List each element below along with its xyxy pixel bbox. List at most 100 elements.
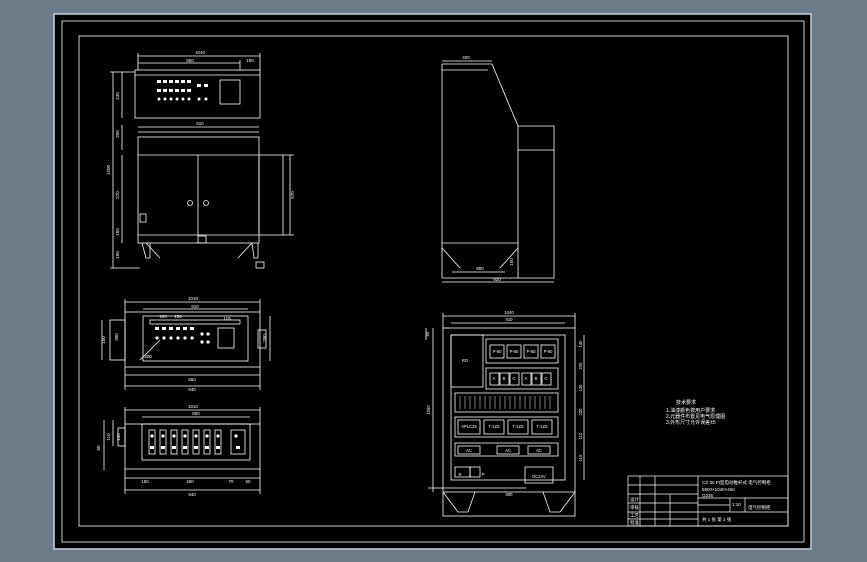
dim-label: 940 xyxy=(188,492,196,497)
side-dimension-labels: 400 800 920 150 xyxy=(462,55,514,282)
title-row: 设计 xyxy=(630,496,639,503)
dim-label: 70 xyxy=(228,479,234,484)
dim-label: 910 xyxy=(191,304,199,309)
panel-layout-view xyxy=(425,313,585,517)
device-label: P xyxy=(482,472,485,477)
inner-frame xyxy=(78,35,789,527)
device-label: A xyxy=(493,376,496,381)
device-label: T-1ZS xyxy=(488,424,500,429)
control-box-outline xyxy=(134,69,261,119)
dim-label: 480 xyxy=(186,479,194,484)
dim-label: 850 xyxy=(186,58,194,63)
dim-label: 150 xyxy=(115,251,120,259)
dim-label: 60 xyxy=(425,331,430,336)
device-label: P-60 xyxy=(493,349,503,354)
dim-label: 1040 xyxy=(504,310,514,315)
dim-label: 150 xyxy=(509,258,514,266)
device-label: DC24V xyxy=(532,474,546,479)
notes-title: 技术要求 xyxy=(676,399,696,406)
dim-label: 670 xyxy=(290,191,295,199)
dim-label: 110 xyxy=(106,433,111,441)
dim-label: 1010 xyxy=(188,296,199,301)
device-label: AC xyxy=(536,448,542,453)
dim-label: 200 xyxy=(144,354,152,359)
dim-label: 1200 xyxy=(106,164,111,175)
dim-label: 920 xyxy=(493,277,501,282)
dim-label: 940 xyxy=(188,387,196,392)
technical-notes: 技术要求 1.油漆颜色按用户要求 2.元器件布置见电气原理图 3.外形尺寸允许误… xyxy=(666,399,725,426)
large-device-box xyxy=(450,334,484,388)
device-label: B xyxy=(535,376,538,381)
device-label: B xyxy=(503,376,506,381)
dim-label: 300 xyxy=(114,333,119,341)
notes-line: 1.油漆颜色按用户要求 xyxy=(666,407,715,414)
dim-label: 220 xyxy=(578,362,583,370)
dim-label: 910 xyxy=(196,121,204,126)
drawing-header: CZ-30 Pt型电动推杆式 电气控制柜 xyxy=(702,479,771,486)
device-label: RO xyxy=(462,358,469,363)
dim-label: 270 xyxy=(115,191,120,199)
device-label: P-60 xyxy=(510,349,520,354)
device-label: AC xyxy=(505,448,511,453)
dim-label: 850 xyxy=(192,411,200,416)
side-profile xyxy=(441,63,555,279)
dim-label: 1010 xyxy=(188,404,199,409)
plan2-devices xyxy=(150,434,240,449)
title-block-text: CZ-30 Pt型电动推杆式 电气控制柜 5900×1040×450 Q235 … xyxy=(630,479,771,526)
dim-label: 400 xyxy=(462,55,470,60)
drawing-header-2: 5900×1040×450 xyxy=(702,487,735,492)
dim-label: 850 xyxy=(188,377,196,382)
plan2-dimension-labels: 1010 850 60 110 150 180 480 70 60 940 xyxy=(96,404,251,497)
front-dimension-labels: 1040 850 180 910 1200 430 200 270 150 15… xyxy=(106,50,295,259)
sheet-count: 共 1 张 第 1 张 xyxy=(702,516,732,523)
front-panel-devices xyxy=(157,80,208,101)
terminal-strip xyxy=(454,392,559,413)
dim-label: 1250 xyxy=(426,405,431,415)
device-label: R xyxy=(458,472,461,477)
device-label: A xyxy=(525,376,528,381)
dim-label: 150 xyxy=(115,228,120,236)
device-label: P-60 xyxy=(527,349,537,354)
panel-labels: RO P-60 P-60 P-60 P-60 A B C A B C XPLC2… xyxy=(425,310,583,497)
device-label: AC xyxy=(466,448,472,453)
plan-view-2 xyxy=(103,407,261,494)
meter-window xyxy=(219,79,241,105)
device-label: T-1ZS xyxy=(512,424,524,429)
dim-label: 180 xyxy=(246,58,254,63)
dim-label: 110 xyxy=(578,454,583,461)
plan-view-1 xyxy=(101,299,271,390)
side-elevation-view xyxy=(441,60,555,283)
dim-label: 220 xyxy=(578,408,583,416)
terminal-marks xyxy=(459,396,551,409)
device-label: XPLC25 xyxy=(461,424,477,429)
dim-label: 900 xyxy=(506,492,514,497)
dim-label: 150 xyxy=(101,336,106,344)
dim-label: 180 xyxy=(141,479,149,484)
dim-label: 1040 xyxy=(195,50,206,55)
title-row: 审核 xyxy=(630,504,639,511)
dim-label: 150 xyxy=(174,314,182,319)
dim-label: 130 xyxy=(578,384,583,392)
scale: 1:10 xyxy=(732,502,741,507)
dim-label: 140 xyxy=(578,340,583,348)
dim-label: 60 xyxy=(245,479,251,484)
dim-label: 200 xyxy=(262,334,267,342)
front-elevation-view xyxy=(110,53,294,269)
dim-label: 910 xyxy=(506,317,514,322)
panel-outline xyxy=(442,327,576,517)
dim-label: 100 xyxy=(159,314,167,319)
device-label: T-1ZS xyxy=(536,424,548,429)
dim-label: 115 xyxy=(223,316,231,321)
dim-label: 60 xyxy=(96,445,101,451)
dim-label: 800 xyxy=(476,266,484,271)
plan1-devices xyxy=(155,327,210,344)
title-block xyxy=(627,475,789,527)
device-label: C xyxy=(512,376,515,381)
material: Q235 xyxy=(702,493,714,498)
notes-line: 3.外形尺寸允许误差±5 xyxy=(666,419,716,426)
dim-label: 150 xyxy=(116,433,121,441)
drawing-name: 电气控制柜 xyxy=(748,504,771,511)
outer-border xyxy=(61,20,805,543)
